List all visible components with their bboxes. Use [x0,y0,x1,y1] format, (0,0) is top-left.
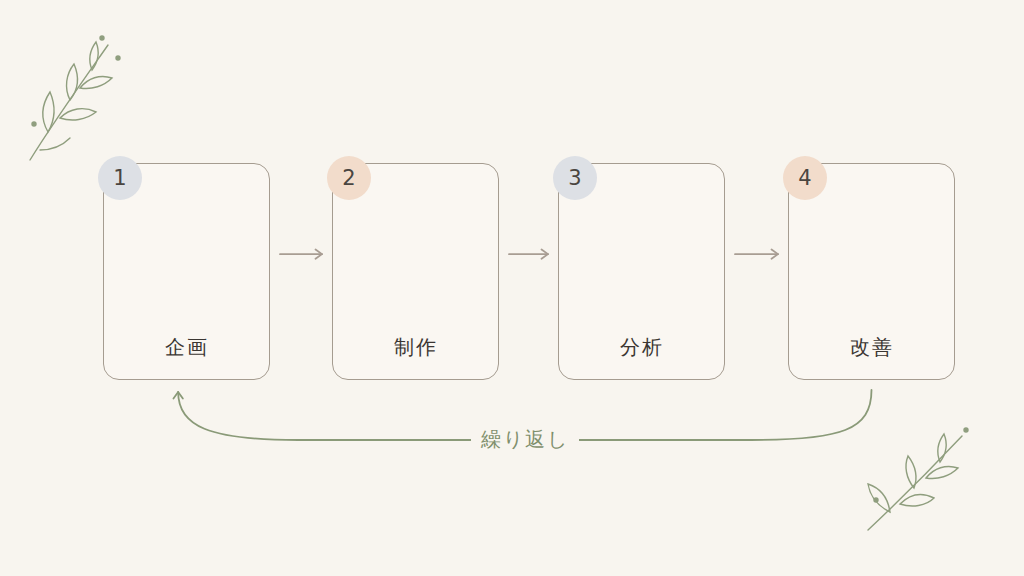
step-label: 企画 [104,334,269,361]
step-number: 3 [568,168,581,189]
flow-arrow [509,249,548,258]
process-box: 企画 1 [103,163,270,380]
step-number-badge: 2 [327,156,371,200]
process-box: 改善 4 [788,163,955,380]
step-number: 4 [798,168,811,189]
process-box: 分析 3 [558,163,725,380]
step-label: 分析 [559,334,724,361]
step-number: 2 [342,168,355,189]
step-label: 改善 [789,334,954,361]
step-number: 1 [113,168,126,189]
process-box: 制作 2 [332,163,499,380]
step-number-badge: 4 [783,156,827,200]
leaf-decoration [868,428,968,530]
flow-arrow [280,249,322,258]
step-number-badge: 3 [553,156,597,200]
flow-arrow [735,249,778,258]
step-label: 制作 [333,334,498,361]
leaf-decoration [30,36,120,160]
loop-label: 繰り返し [471,426,579,453]
step-number-badge: 1 [98,156,142,200]
